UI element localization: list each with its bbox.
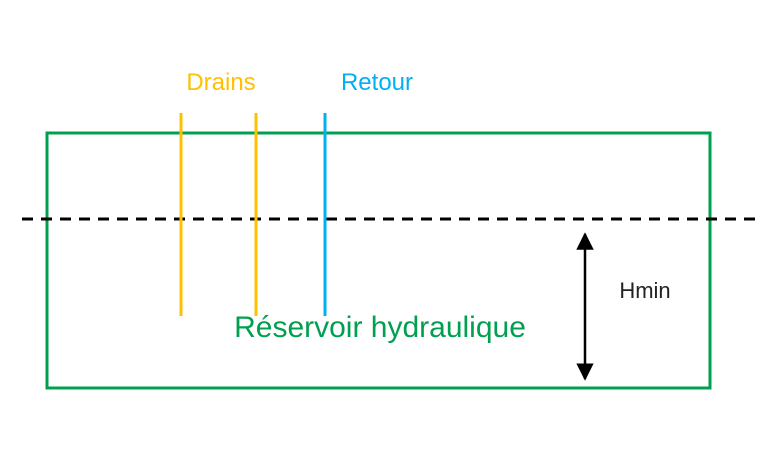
retour-label: Retour <box>341 69 413 96</box>
drains-label: Drains <box>186 69 255 96</box>
reservoir-tank <box>45 131 712 390</box>
hmin-label: Hmin <box>619 278 670 303</box>
reservoir-label: Réservoir hydraulique <box>234 311 526 344</box>
